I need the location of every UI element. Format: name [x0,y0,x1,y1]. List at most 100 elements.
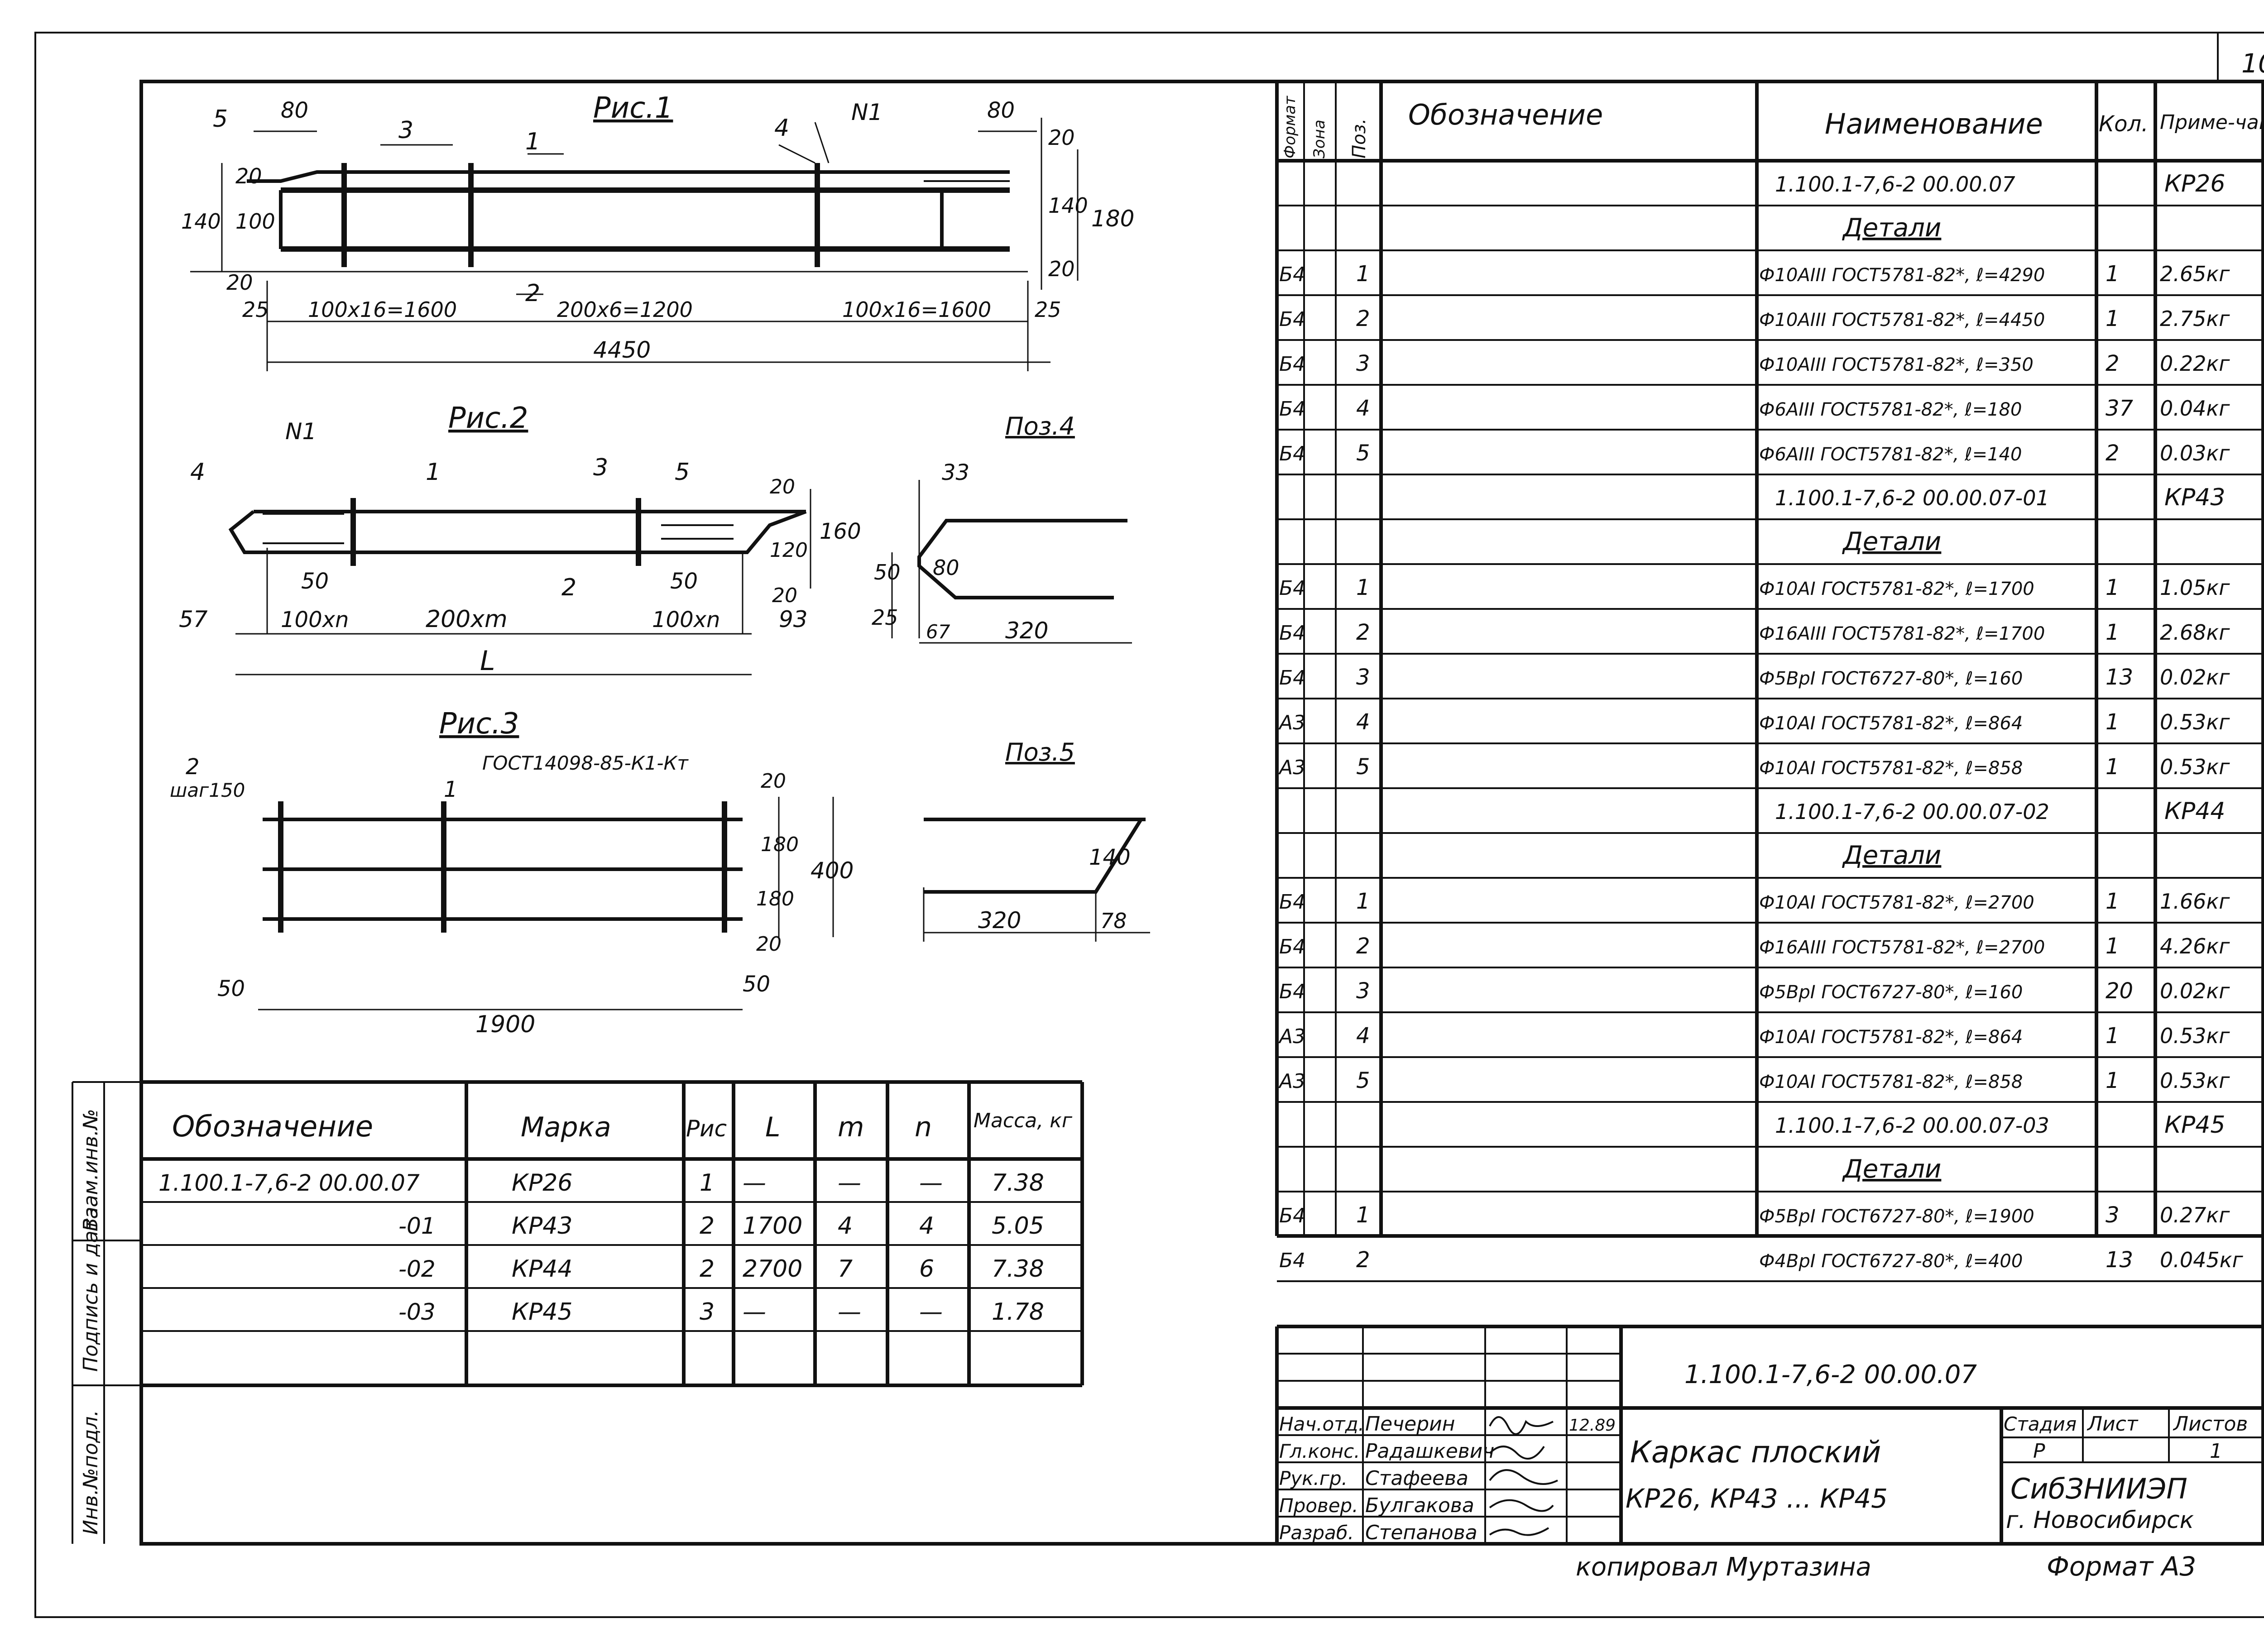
marks-cell: 2700 [743,1255,802,1283]
spec-doc-code: 1.100.1-7,6-2 00.00.07-01 [1775,486,2049,510]
product-marks: КР26, КР43 ... КР45 [1626,1483,1888,1514]
person: Булгакова [1365,1494,1474,1517]
fig2-title: Рис.2 [448,402,528,435]
signature [1489,1527,1549,1536]
left-stamp: Инв.№подл. Подпись и дата Взам.инв.№ [72,1081,141,1544]
spec-header: Кол. [2099,111,2148,137]
fig2-dim: 100хn [652,607,720,632]
fig2-pos: 2 [561,574,576,601]
spec-format: Б4 [1279,1204,1305,1227]
spec-format: Б4 [1279,353,1305,376]
product-name: Каркас плоский [1630,1435,1881,1470]
pos4-dim: 67 [926,621,950,643]
spec-note: 4.26кг [2160,934,2230,958]
marks-table: Обозначение Марка Рис L m n Масса, кг 1.… [141,1080,1084,1387]
spec-format: А3 [1278,1025,1305,1048]
spec-name: Ф10АIII ГОСТ5781-82*, ℓ=350 [1759,354,2034,375]
spec-qty: 13 [2106,665,2133,690]
marks-header: Марка [521,1111,611,1143]
figure-2: Рис.2 57 50 100хn 200хm 50 100хn 93 L 12… [179,402,861,677]
spec-note: 2.68кг [2160,620,2230,645]
spec-section-heading: Детали [1842,213,1941,243]
spec-name: Ф10АI ГОСТ5781-82*, ℓ=858 [1759,1072,2023,1092]
fig2-dim-l: L [480,645,495,677]
sheet-format: Формат А3 [2047,1551,2196,1582]
fig1-segment: 100х16=1600 [842,297,991,322]
spec-name: Ф5ВрI ГОСТ6727-80*, ℓ=160 [1759,668,2023,689]
fig3-pos: 1 [444,777,458,802]
spec-pos: 4 [1356,709,1370,735]
fig1-dim: 25 [242,297,269,322]
spec-note: 0.53кг [2160,1068,2230,1093]
spec-note: 2.75кг [2160,306,2230,331]
fig3-dim: 20 [761,770,786,793]
marks-cell: 7.38 [992,1255,1044,1283]
spec-name: Ф10АIII ГОСТ5781-82*, ℓ=4450 [1759,310,2045,330]
marks-header: n [915,1111,932,1143]
spec-pos: 5 [1356,754,1370,780]
stamp-vzam-inv: Взам.инв.№ [79,1109,102,1231]
fig1-pos: 2 [525,280,540,307]
spec-section-heading: Детали [1842,527,1941,556]
spec-qty: 13 [2106,1247,2133,1273]
spec-qty: 1 [2106,306,2120,331]
org-name: СибЗНИИЭП [2010,1472,2187,1505]
fig2-pos: 3 [593,454,608,481]
spec-format: Б4 [1279,577,1305,600]
marks-cell: — [743,1169,766,1197]
spec-header: Приме-чание [2160,111,2264,134]
person: Радашкевич [1365,1440,1494,1463]
sheets-label: Листов [2173,1413,2248,1436]
fig1-pos: N1 [851,99,883,125]
spec-mark: КР43 [2164,484,2225,511]
fig3-std: ГОСТ14098-85-К1-Кт [482,752,689,774]
pos4-dim: 25 [872,605,898,630]
fig1-title: Рис.1 [593,91,673,125]
spec-note: 1.66кг [2160,889,2230,914]
spec-note: 0.045кг [2160,1248,2243,1272]
date: 12.89 [1569,1416,1616,1435]
fig3-title: Рис.3 [439,707,519,741]
sheets-value: 1 [2210,1440,2222,1463]
fig2-pos: 5 [675,459,690,486]
spec-qty: 20 [2106,978,2133,1004]
spec-pos: 1 [1356,1202,1370,1228]
spec-pos: 2 [1356,1247,1370,1273]
spec-format: А3 [1278,756,1305,779]
marks-header: Масса, кг [974,1109,1073,1132]
figure-1: Рис.1 80 80 20 100 20 140 20 140 [181,91,1134,371]
spec-format: Б4 [1279,980,1305,1003]
marks-cell: 5.05 [992,1212,1044,1240]
spec-header: Поз. [1349,118,1370,158]
spec-name: Ф10АI ГОСТ5781-82*, ℓ=1700 [1759,579,2034,599]
spec-format: А3 [1278,1070,1305,1093]
spec-qty: 1 [2106,620,2120,645]
spec-name: Ф10АI ГОСТ5781-82*, ℓ=858 [1759,758,2023,779]
spec-format: Б4 [1279,622,1305,645]
spec-name: Ф5ВрI ГОСТ6727-80*, ℓ=160 [1759,982,2023,1003]
spec-note: 0.04кг [2160,396,2230,421]
spec-name: Ф6АIII ГОСТ5781-82*, ℓ=180 [1759,399,2022,420]
outer-frame [34,32,2264,1618]
fig2-dim: 100хn [281,607,349,632]
fig1-dim: 25 [1035,297,1061,322]
pos4-dim: 80 [933,555,959,580]
spec-format: Б4 [1279,1249,1305,1272]
spec-name: Ф10АI ГОСТ5781-82*, ℓ=2700 [1759,892,2034,913]
fig1-dim: 180 [1091,206,1134,232]
signature [1489,1499,1554,1512]
spec-name: Ф6АIII ГОСТ5781-82*, ℓ=140 [1759,444,2022,465]
fig1-dim: 140 [1048,193,1088,218]
fig2-dim: 200хm [426,606,508,633]
fig1-dim: 100 [235,209,275,234]
spec-qty: 1 [2106,1023,2120,1049]
spec-format: Б4 [1279,935,1305,958]
fig2-dim: 50 [670,569,698,594]
marks-cell: КР44 [512,1255,572,1283]
spec-qty: 1 [2106,709,2120,735]
marks-cell: КР43 [512,1212,572,1240]
spec-format: А3 [1278,711,1305,734]
spec-qty: 1 [2106,934,2120,959]
spec-qty: 1 [2106,261,2120,287]
marks-cell: — [743,1298,766,1326]
